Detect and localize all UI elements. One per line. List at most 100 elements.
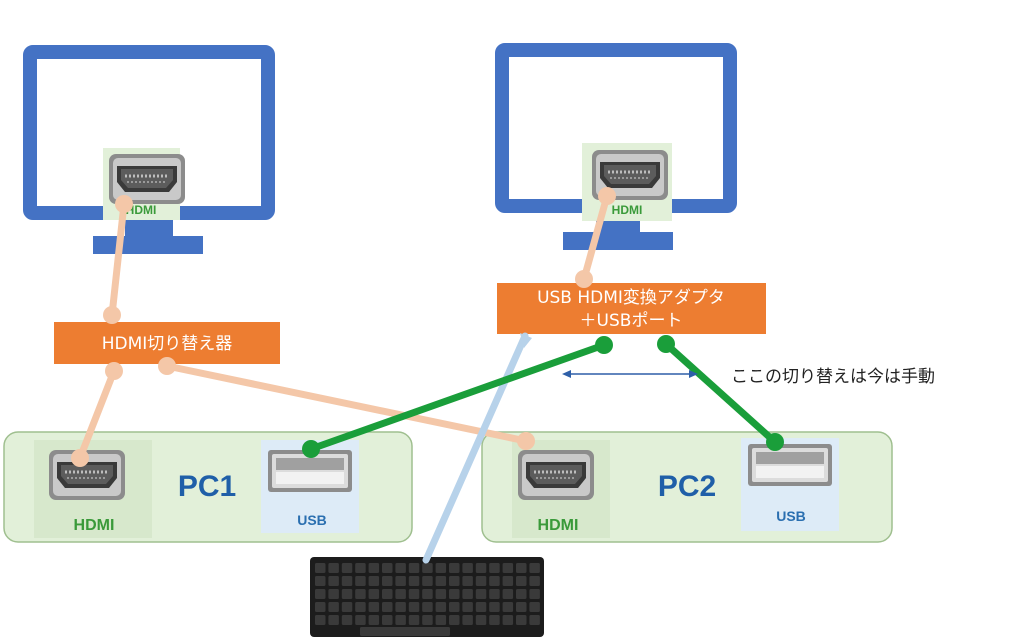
keyboard-key [315, 615, 326, 625]
keyboard-key [355, 589, 366, 599]
cable-switcher-to-pc2 [163, 362, 530, 445]
hdmi-cable-ends [71, 187, 616, 467]
monitor-left-port-label: HDMI [126, 203, 157, 217]
keyboard-key [462, 602, 473, 612]
keyboard-key [408, 615, 420, 625]
keyboard-key [328, 576, 339, 586]
keyboard-key [328, 615, 339, 625]
keyboard-key [475, 576, 487, 586]
pc1-hdmi-label: HDMI [74, 517, 115, 534]
usb-cable-ends [302, 335, 784, 458]
keyboard-key [341, 589, 353, 599]
keyboard-key [395, 563, 406, 573]
keyboard-key [475, 615, 487, 625]
usb-adapter-line2: ＋USBポート [580, 311, 683, 331]
keyboard-key [435, 576, 447, 586]
keyboard-key [502, 615, 514, 625]
keyboard-key [382, 602, 393, 612]
keyboard-key [449, 589, 460, 599]
pc2-name: PC2 [658, 470, 716, 503]
keyboard-key [502, 589, 514, 599]
keyboard-key [408, 563, 420, 573]
keyboard-key [435, 615, 447, 625]
keyboard-key [502, 576, 514, 586]
keyboard-key [516, 602, 527, 612]
keyboard-key [435, 563, 447, 573]
keyboard-key [328, 602, 339, 612]
keyboard-key [475, 589, 487, 599]
keyboard-key [449, 602, 460, 612]
keyboard-icon [310, 557, 544, 637]
keyboard-key [435, 589, 447, 599]
keyboard-key [368, 589, 380, 599]
keyboard-key [422, 576, 433, 586]
keyboard-key [368, 576, 380, 586]
keyboard-key [382, 563, 393, 573]
keyboard-spacebar [360, 627, 450, 636]
monitor-left: HDMI [23, 45, 275, 254]
keyboard-key [502, 563, 514, 573]
hdmi-port-icon [516, 448, 596, 502]
keyboard-key [408, 589, 420, 599]
keyboard-key [395, 576, 406, 586]
keyboard-key [408, 602, 420, 612]
keyboard-key [382, 576, 393, 586]
keyboard-key [516, 615, 527, 625]
usb-adapter-line1: USB HDMI変換アダプタ [537, 288, 725, 308]
keyboard-key [462, 589, 473, 599]
keyboard-key [502, 602, 514, 612]
pc2-usb-label: USB [776, 508, 806, 524]
pc2-hdmi-label: HDMI [538, 517, 579, 534]
keyboard-key [315, 589, 326, 599]
cable-monitor-left-to-switcher [108, 200, 128, 319]
keyboard-key [449, 563, 460, 573]
keyboard-cable [422, 332, 529, 564]
double-arrow-icon [562, 370, 698, 378]
pc2: HDMI PC2 USB [512, 438, 839, 538]
keyboard-key [382, 615, 393, 625]
hdmi-switcher-label: HDMI切り替え器 [102, 334, 233, 354]
hdmi-cables [76, 192, 611, 462]
pc1-name: PC1 [178, 470, 236, 503]
keyboard-key [315, 602, 326, 612]
keyboard-key [516, 576, 527, 586]
cable-adapter-to-pc2-usb [662, 340, 779, 446]
keyboard-key [422, 589, 433, 599]
cable-switcher-to-pc1 [76, 367, 118, 462]
keyboard-key [462, 615, 473, 625]
keyboard-cable-end [520, 333, 532, 348]
keyboard-key [341, 563, 353, 573]
keyboard-key [475, 563, 487, 573]
usb-hdmi-adapter: USB HDMI変換アダプタ ＋USBポート [497, 283, 766, 334]
keyboard-key [435, 602, 447, 612]
keyboard-key [408, 576, 420, 586]
keyboard-key [395, 589, 406, 599]
keyboard-key [355, 563, 366, 573]
keyboard-key [529, 563, 540, 573]
monitor-right-port-label: HDMI [612, 203, 643, 217]
keyboard-key [489, 615, 500, 625]
keyboard-key [422, 563, 433, 573]
keyboard-key [489, 563, 500, 573]
pc1-usb-label: USB [297, 512, 327, 528]
keyboard-key [516, 563, 527, 573]
keyboard-key [341, 576, 353, 586]
usb-port-icon [748, 444, 832, 486]
keyboard-key [449, 576, 460, 586]
cable-monitor-right-to-adapter [580, 192, 611, 283]
keyboard-key [315, 576, 326, 586]
keyboard-key [355, 602, 366, 612]
keyboard-key [529, 602, 540, 612]
monitor-right: HDMI [495, 43, 737, 250]
keyboard-key [475, 602, 487, 612]
keyboard-key [529, 576, 540, 586]
keyboard-key [489, 602, 500, 612]
keyboard-key [368, 602, 380, 612]
usb-cables [307, 340, 779, 453]
keyboard-key [422, 615, 433, 625]
keyboard-key [395, 602, 406, 612]
keyboard-key [328, 589, 339, 599]
keyboard-key [449, 615, 460, 625]
keyboard-key [341, 615, 353, 625]
